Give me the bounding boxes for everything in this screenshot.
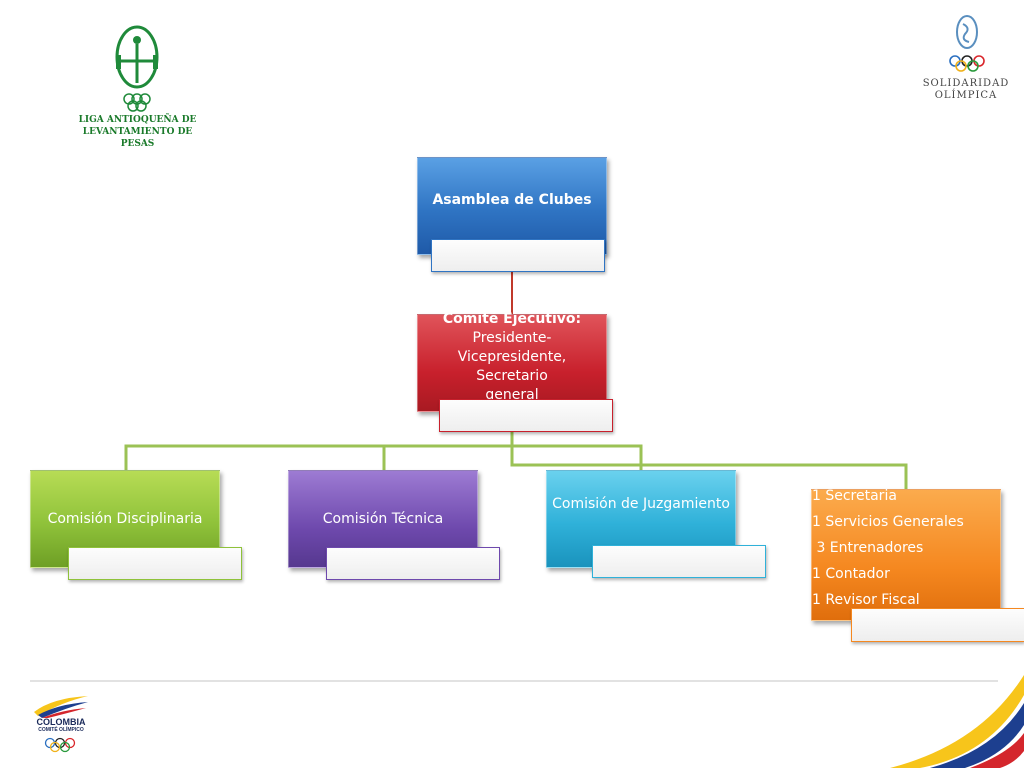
staff-list: 1 Secretaria 1 Servicios Generales 3 Ent…: [812, 483, 964, 613]
node-asamblea-label: Asamblea de Clubes: [432, 191, 592, 208]
node-staff-tag: [851, 608, 1024, 642]
node-disciplinaria-label: Comisión Disciplinaria: [47, 510, 203, 527]
staff-item: 3 Entrenadores: [812, 540, 924, 556]
colombia-flag-swoosh-icon: [34, 696, 88, 718]
node-tecnica-tag: [326, 547, 500, 580]
flag-swoosh-decoration-icon: [890, 675, 1024, 768]
node-asamblea: Asamblea de Clubes: [417, 157, 607, 255]
node-juzgamiento-tag: [592, 545, 766, 578]
exec-line3: Vicepresidente, Secretario: [457, 348, 567, 384]
node-comite-ejecutivo-tag: [439, 399, 613, 432]
solidaridad-logo-text: SOLIDARIDAD OLÍMPICA: [916, 78, 1016, 102]
colombia-line2: COMITÉ OLÍMPICO: [38, 727, 84, 733]
staff-item: 1 Secretaria: [812, 488, 897, 504]
liga-weightlifter-icon: [115, 25, 159, 112]
node-disciplinaria-tag: [68, 547, 242, 580]
olympic-rings-icon: [44, 737, 76, 753]
node-juzgamiento-label: Comisión de Juzgamiento: [552, 495, 730, 512]
staff-item: 1 Servicios Generales: [812, 514, 964, 530]
liga-line1: LIGA ANTIOQUEÑA DE: [78, 115, 197, 125]
node-asamblea-tag: [431, 239, 605, 272]
liga-logo-text: LIGA ANTIOQUEÑA DE LEVANTAMIENTO DE PESA…: [70, 114, 205, 150]
node-staff: [811, 489, 1001, 621]
liga-line2: LEVANTAMIENTO DE PESAS: [82, 127, 193, 149]
solidaridad-line2: OLÍMPICA: [934, 90, 998, 101]
solidaridad-line1: SOLIDARIDAD: [922, 78, 1010, 89]
node-tecnica-label: Comisión Técnica: [322, 510, 444, 527]
staff-item: 1 Revisor Fiscal: [812, 592, 920, 608]
exec-title: Comité Ejecutivo:: [442, 310, 582, 327]
solidaridad-olimpica-icon: [949, 15, 985, 72]
exec-line2: Presidente-: [472, 329, 552, 346]
colombia-logo-text: COLOMBIA COMITÉ OLÍMPICO: [26, 717, 96, 734]
staff-item: 1 Contador: [812, 566, 890, 582]
colombia-line1: COLOMBIA: [36, 717, 86, 727]
node-comite-ejecutivo-label: Comité Ejecutivo: Presidente- Vicepresid…: [418, 310, 606, 405]
node-comite-ejecutivo: Comité Ejecutivo: Presidente- Vicepresid…: [417, 311, 607, 412]
exec-line4: general: [485, 386, 539, 403]
